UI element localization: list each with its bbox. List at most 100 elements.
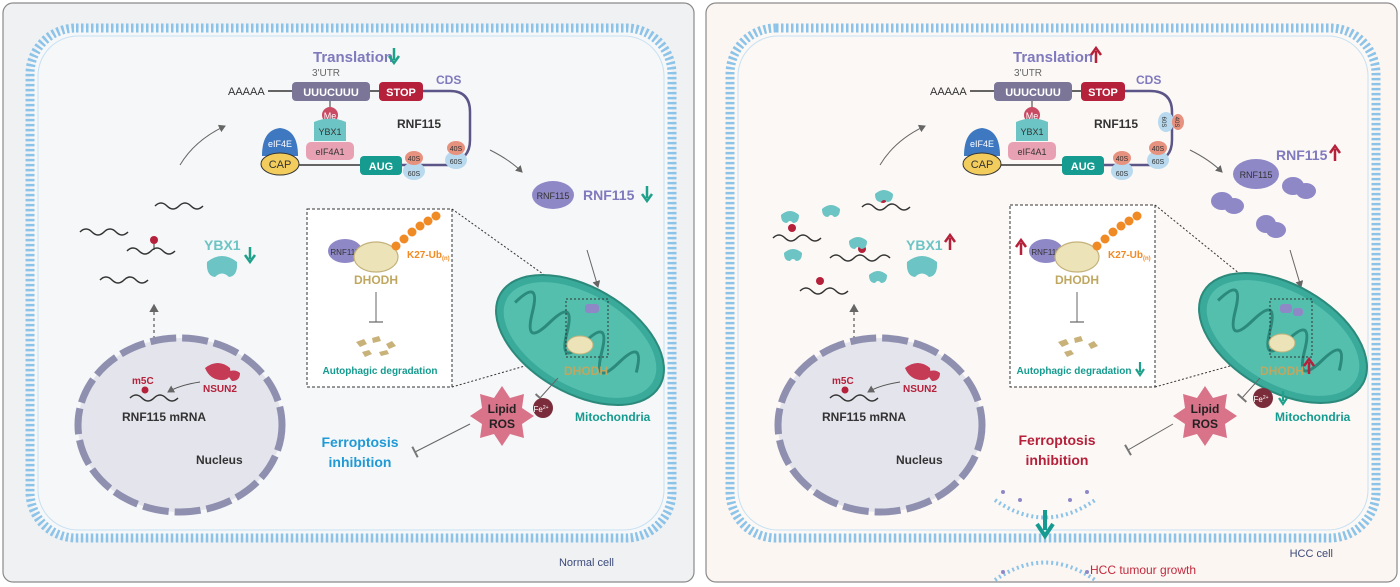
normal-cell-caption: Normal cell xyxy=(559,557,614,569)
ribosome-icon: 40S 60S xyxy=(403,151,425,180)
hcc-cell-caption: HCC cell xyxy=(1290,548,1333,560)
inhibition-bar-icon xyxy=(1070,292,1084,323)
utr-label: 3'UTR xyxy=(1014,68,1042,79)
aug-box xyxy=(360,156,402,175)
ribosome-icon: 40S 60S xyxy=(445,141,467,169)
inset-dhodh xyxy=(1054,241,1100,273)
up-arrow-icon xyxy=(1089,45,1103,63)
up-arrow-icon xyxy=(1328,143,1342,161)
me-text: Me xyxy=(1026,111,1039,121)
rnf115-protein xyxy=(1233,159,1279,189)
ribosome-60s-text: 60S xyxy=(450,159,463,166)
nsun2-label: NSUN2 xyxy=(203,384,237,395)
fe-text: Fe2+ xyxy=(533,405,548,414)
uuucuuu-text: UUUCUUU xyxy=(303,87,359,99)
polya-label: AAAAA xyxy=(228,86,265,98)
nsun2-protein xyxy=(205,363,231,380)
cap-shape xyxy=(260,152,300,176)
eif4e-shape xyxy=(964,128,1000,156)
ribosome-60s-text: 60S xyxy=(1116,171,1129,178)
rnf115-protein-text: RNF115 xyxy=(1240,170,1273,180)
cap-text: CAP xyxy=(269,159,292,171)
translation-label: Translation xyxy=(1013,49,1093,66)
inset-rnf115-text: RNF115 xyxy=(330,248,360,257)
inset-box xyxy=(1009,204,1156,388)
nsun2-label: NSUN2 xyxy=(903,384,937,395)
tumour-growth-pinch xyxy=(993,490,1097,582)
ferroptosis-label-1: Ferroptosis xyxy=(1018,432,1095,448)
uuucuuu-text: UUUCUUU xyxy=(1005,87,1061,99)
eif4a1-box xyxy=(1008,142,1056,160)
eif4a1-box xyxy=(306,142,354,160)
m5c-label: m5C xyxy=(132,376,154,387)
fe-ion xyxy=(1253,388,1273,408)
lipid-text: Lipid xyxy=(1191,402,1220,416)
ybx1-label: YBX1 xyxy=(204,237,241,253)
down-arrow-icon xyxy=(640,186,654,204)
down-arrow-icon xyxy=(1278,391,1288,406)
rnf115-mrna-label: RNF115 mRNA xyxy=(122,410,206,424)
degraded-fragments xyxy=(356,336,396,357)
autophagic-label: Autophagic degradation xyxy=(323,366,438,377)
mito-dhodh-label: DHODH xyxy=(1260,364,1304,378)
translation-label: Translation xyxy=(313,49,393,66)
lipid-ros-star xyxy=(470,386,534,446)
inset-box xyxy=(306,208,453,388)
ybx1-box-text: YBX1 xyxy=(1020,127,1043,137)
ferroptosis-label-1: Ferroptosis xyxy=(321,434,398,450)
nsun2-protein xyxy=(905,363,931,380)
rnf115-protein xyxy=(532,181,574,209)
ribosome-icon: 40S 60S xyxy=(1147,141,1169,169)
mitochondria-label: Mitochondria xyxy=(575,410,651,424)
k27-ub-label: K27-Ub(n) xyxy=(407,250,450,262)
aug-box xyxy=(1062,156,1104,175)
eif4a1-text: eIF4A1 xyxy=(315,147,344,157)
aug-text: AUG xyxy=(1071,161,1095,173)
ribosome-40s-text: 40S xyxy=(408,156,421,163)
ribosome-40s-text: 40S xyxy=(1116,156,1129,163)
me-text: Me xyxy=(324,111,337,121)
panel-hcc-cell: Translation 3'UTR CDS AAAAA UUUCUUU STOP… xyxy=(705,2,1398,583)
ribosome-40s-text: 40S xyxy=(450,146,463,153)
ros-text: ROS xyxy=(489,417,515,431)
ros-text: ROS xyxy=(1192,417,1218,431)
stop-box xyxy=(1081,82,1125,101)
ubiquitin-chain-icon xyxy=(391,211,441,251)
down-arrow-icon xyxy=(1135,362,1145,377)
stop-text: STOP xyxy=(386,87,416,99)
eif4a1-text: eIF4A1 xyxy=(1017,147,1046,157)
mito-dhodh-label: DHODH xyxy=(564,364,608,378)
inset-dhodh-label: DHODH xyxy=(1055,273,1099,287)
utr-label: 3'UTR xyxy=(312,68,340,79)
aug-text: AUG xyxy=(369,161,393,173)
rnf115-mrna-label: RNF115 mRNA xyxy=(822,410,906,424)
inset-dhodh-label: DHODH xyxy=(354,273,398,287)
uuucuuu-box xyxy=(994,82,1072,101)
down-arrow-icon xyxy=(1035,510,1055,540)
mitochondria-label: Mitochondria xyxy=(1275,410,1351,424)
ybx1-protein xyxy=(206,256,238,277)
ybx1-protein xyxy=(781,190,938,283)
inset-dhodh xyxy=(353,241,399,273)
ribosome-icon: 40S 60S xyxy=(1111,151,1133,180)
nucleus-label: Nucleus xyxy=(196,453,243,467)
uuucuuu-box xyxy=(292,82,370,101)
ybx1-box xyxy=(314,118,346,141)
rnf115-level-label: RNF115 xyxy=(583,187,635,203)
down-arrow-icon xyxy=(387,48,401,66)
ubiquitin-chain-icon xyxy=(1092,211,1142,251)
nucleus-label: Nucleus xyxy=(896,453,943,467)
polya-label: AAAAA xyxy=(930,86,967,98)
nucleus xyxy=(774,334,986,516)
degraded-fragments xyxy=(1058,336,1098,357)
ribosome-icon: 40S 60S xyxy=(1158,112,1184,132)
cap-text: CAP xyxy=(971,159,994,171)
rnf115-protein-text: RNF115 xyxy=(537,191,570,201)
fe-ion xyxy=(533,398,553,418)
k27-ub-label: K27-Ub(n) xyxy=(1108,250,1151,262)
autophagic-label: Autophagic degradation xyxy=(1017,366,1132,377)
ferroptosis-label-2: inhibition xyxy=(329,454,392,470)
inhibition-bar-icon xyxy=(369,292,383,323)
eif4e-text: eIF4E xyxy=(970,139,994,149)
